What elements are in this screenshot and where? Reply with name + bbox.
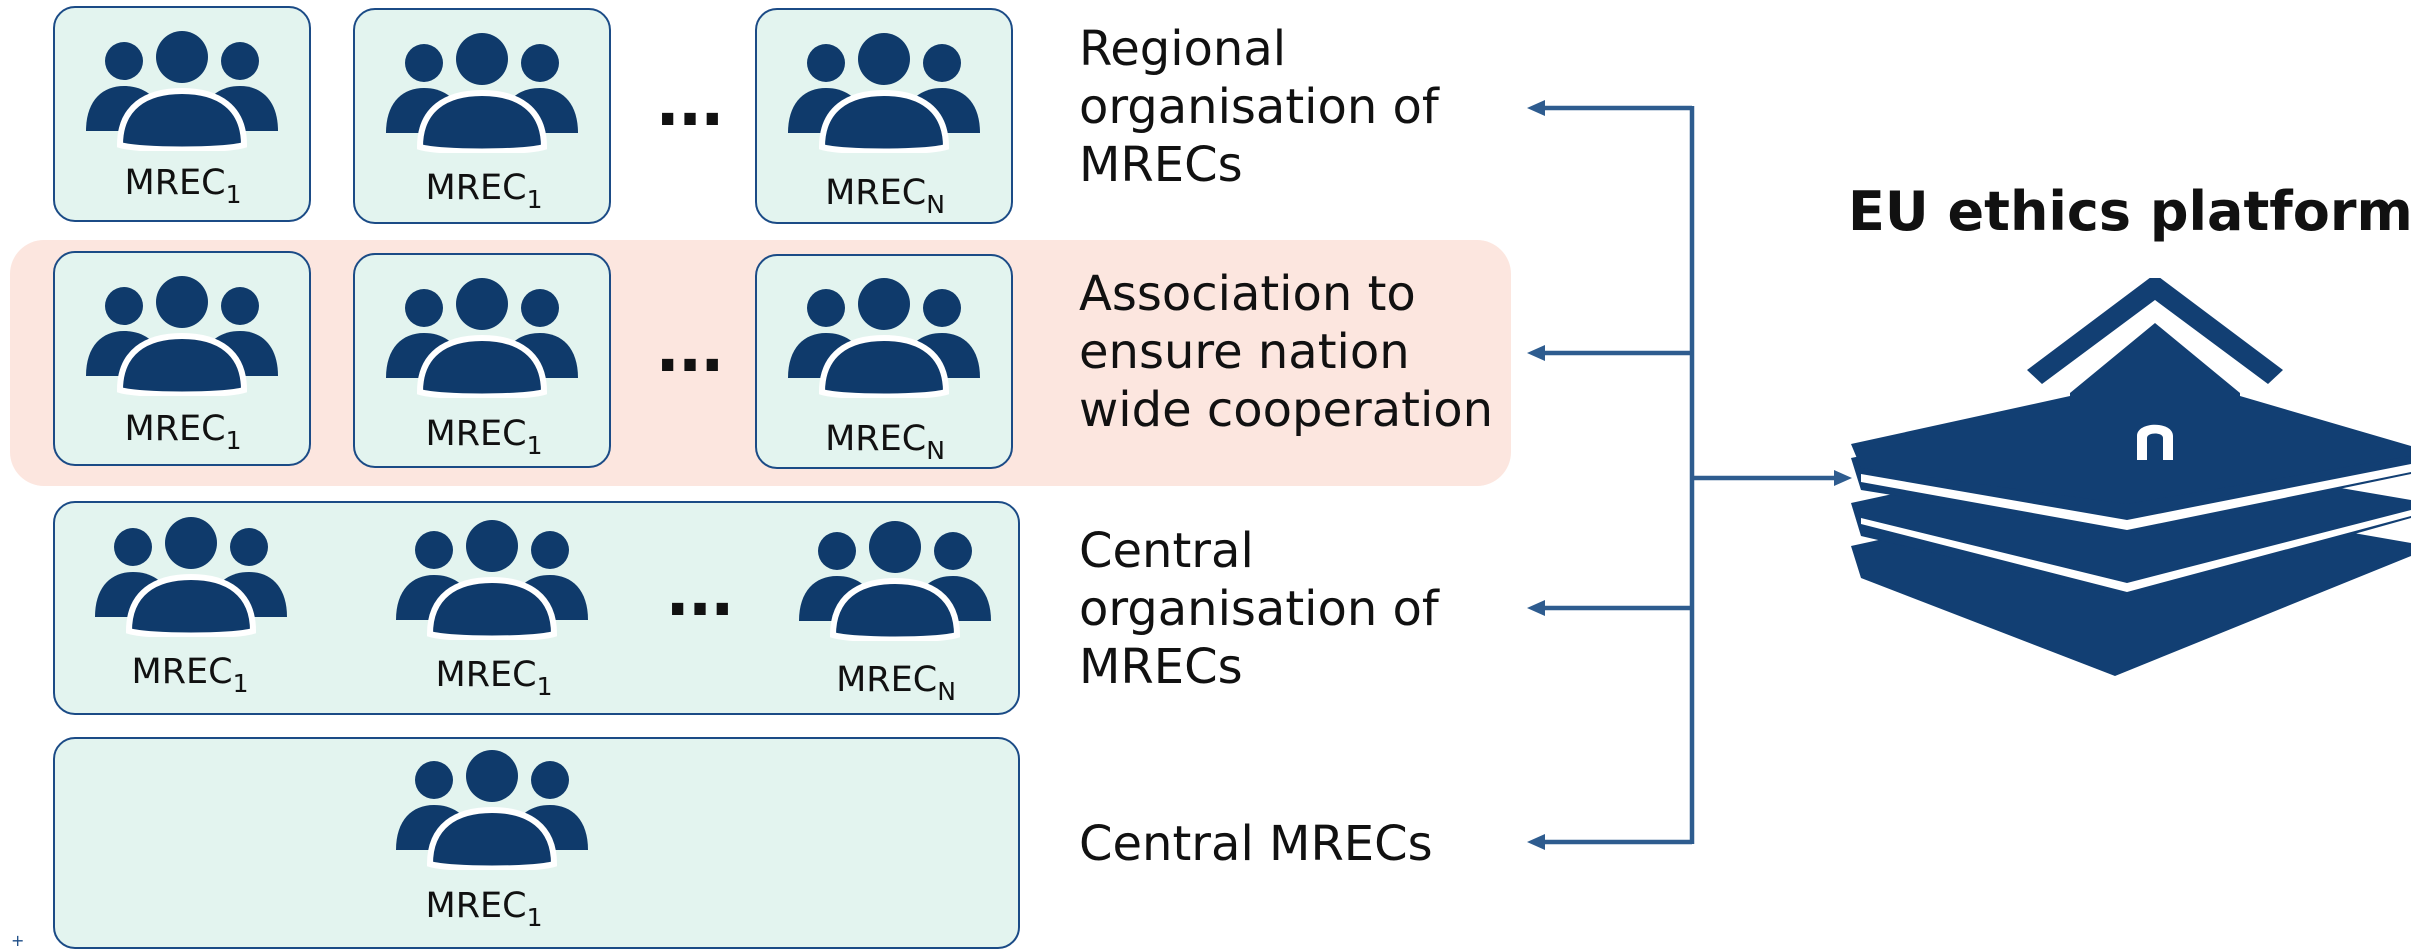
- row-label-regional: Regional organisation of MRECs: [1079, 21, 1439, 193]
- ellipsis: ...: [655, 67, 725, 141]
- platform-title: EU ethics platform: [1848, 180, 2413, 243]
- ellipsis: ...: [665, 557, 735, 631]
- mrec-label: MREC1: [425, 886, 543, 932]
- row-label-central-mrecs: Central MRECs: [1079, 816, 1433, 872]
- layered-platform-house-icon: [1851, 278, 2411, 676]
- mrec-label: MRECN: [825, 173, 945, 219]
- ellipsis: ...: [655, 313, 725, 387]
- row-label-central-organisation: Central organisation of MRECs: [1079, 523, 1439, 695]
- mrec-label: MREC1: [124, 409, 242, 455]
- corner-mark: +: [11, 931, 25, 950]
- mrec-label: MREC1: [435, 655, 553, 701]
- arrowhead-association: [1527, 345, 1545, 361]
- mrec-label: MREC1: [425, 168, 543, 214]
- arrowhead-regional: [1527, 100, 1545, 116]
- mrec-label: MREC1: [131, 652, 249, 698]
- arrowhead-platform: [1834, 470, 1852, 486]
- mrec-label: MRECN: [836, 660, 956, 706]
- mrec-label: MREC1: [425, 414, 543, 460]
- arrowhead-central-organisation: [1527, 600, 1545, 616]
- arrowhead-central-mrecs: [1527, 834, 1545, 850]
- mrec-label: MRECN: [825, 419, 945, 465]
- row-label-association: Association to ensure nation wide cooper…: [1079, 266, 1494, 438]
- mrec-label: MREC1: [124, 163, 242, 209]
